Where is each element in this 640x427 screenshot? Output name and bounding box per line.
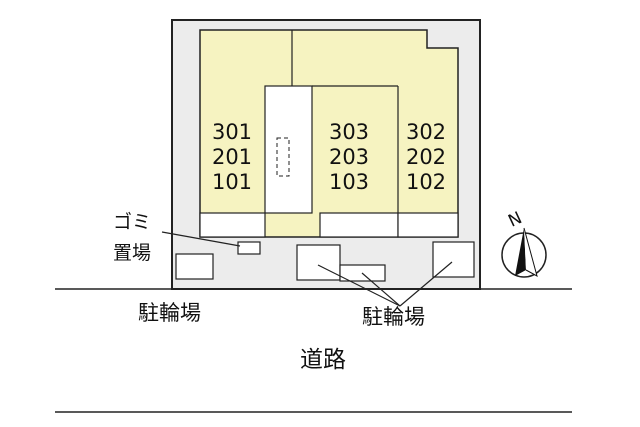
bicycle-box-right <box>432 241 475 278</box>
unit-202: 202 <box>406 145 446 169</box>
balcony-right <box>397 212 459 238</box>
garbage-label-line2: 置場 <box>113 242 151 264</box>
balcony-left <box>199 212 266 238</box>
unit-303: 303 <box>329 120 369 144</box>
unit-101: 101 <box>212 170 252 194</box>
unit-302: 302 <box>406 120 446 144</box>
garbage-label-line1: ゴミ <box>113 211 151 233</box>
compass-needle-outline <box>523 227 538 277</box>
bicycle-label-left: 駐輪場 <box>138 301 201 325</box>
bicycle-leader-3 <box>399 261 453 307</box>
garbage-leader <box>161 231 241 247</box>
stair-hall-dashed <box>276 137 290 177</box>
unit-301: 301 <box>212 120 252 144</box>
garbage-area <box>237 241 261 255</box>
bicycle-leader-1 <box>317 264 401 307</box>
unit-201: 201 <box>212 145 252 169</box>
north-label: N <box>505 208 525 232</box>
unit-103: 103 <box>329 170 369 194</box>
bicycle-box-left <box>175 253 214 280</box>
unit-102: 102 <box>406 170 446 194</box>
north-arrow-icon: N <box>501 208 547 278</box>
bicycle-box-center <box>296 244 341 281</box>
bicycle-label-right: 駐輪場 <box>362 305 425 329</box>
compass-needle <box>515 228 526 276</box>
bicycle-leader-2 <box>361 272 401 307</box>
unit-203: 203 <box>329 145 369 169</box>
balcony-center <box>319 212 399 238</box>
road-label: 道路 <box>300 347 346 373</box>
